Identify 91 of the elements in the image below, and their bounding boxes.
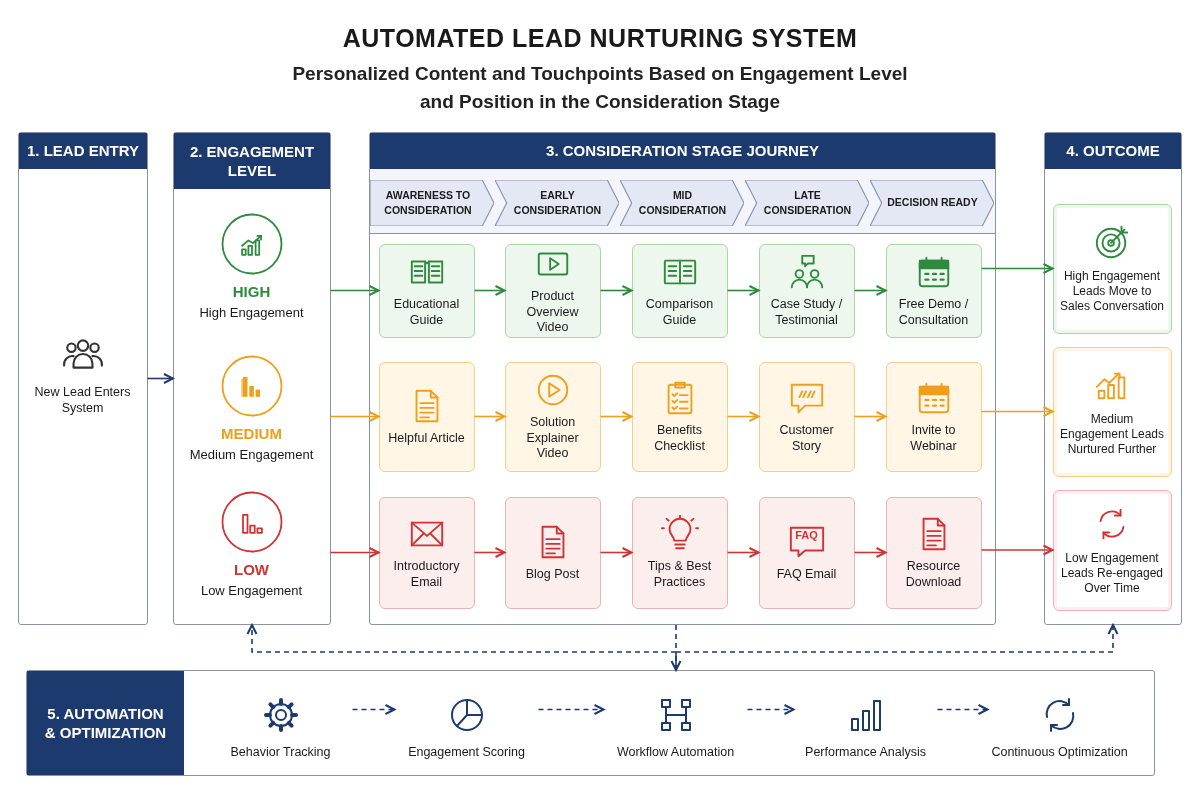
node-label: New Lead Enters System bbox=[33, 384, 132, 417]
outcome-text: Medium Engagement Leads Nurtured Further bbox=[1058, 412, 1166, 457]
step-label: Engagement Scoring bbox=[407, 744, 526, 761]
content-label: Introductory Email bbox=[392, 558, 461, 591]
icon-text: FAQ bbox=[794, 528, 819, 541]
content-card bbox=[378, 496, 475, 609]
automation-panel bbox=[26, 670, 1155, 776]
dashed-arrow bbox=[936, 704, 989, 715]
content-card bbox=[378, 243, 475, 338]
stage-label: DECISION READY bbox=[886, 195, 979, 211]
content-card bbox=[885, 496, 982, 609]
arrow bbox=[980, 263, 1054, 274]
arrow bbox=[329, 547, 380, 558]
outcome-text: High Engagement Leads Move to Sales Conversation bbox=[1058, 269, 1166, 314]
arrow bbox=[726, 285, 760, 296]
level-description: Low Engagement bbox=[199, 582, 304, 599]
panel-heading: 5. AUTOMATION & OPTIMIZATION bbox=[27, 671, 184, 775]
stage-label: AWARENESS TO CONSIDERATION bbox=[383, 188, 473, 218]
column-panel bbox=[173, 132, 331, 625]
stage-label: MID CONSIDERATION bbox=[637, 188, 728, 218]
level-label: MEDIUM bbox=[220, 425, 283, 444]
arrow bbox=[853, 547, 887, 558]
column-panel bbox=[18, 132, 148, 625]
content-card bbox=[758, 496, 855, 609]
content-label: Helpful Article bbox=[387, 430, 466, 447]
column-panel bbox=[1044, 132, 1182, 625]
level-description: High Engagement bbox=[198, 304, 305, 321]
content-label: Customer Story bbox=[778, 422, 835, 455]
content-label: Case Study / Testimonial bbox=[769, 296, 844, 329]
panel-heading: 2. ENGAGEMENT LEVEL bbox=[174, 133, 330, 189]
content-label: Invite to Webinar bbox=[909, 422, 958, 455]
level-description: Medium Engagement bbox=[188, 446, 315, 463]
content-label: FAQ Email bbox=[775, 566, 838, 583]
dashed-arrow bbox=[351, 704, 396, 715]
arrow bbox=[853, 411, 887, 422]
panel-heading: 3. CONSIDERATION STAGE JOURNEY bbox=[370, 133, 995, 169]
level-label: HIGH bbox=[231, 283, 272, 302]
content-card bbox=[631, 361, 728, 472]
step-label: Performance Analysis bbox=[804, 744, 927, 761]
arrow bbox=[980, 544, 1054, 556]
stage-step bbox=[369, 179, 494, 226]
dashed-arrow bbox=[746, 704, 795, 715]
content-card bbox=[504, 496, 601, 609]
diagram-title: AUTOMATED LEAD NURTURING SYSTEM bbox=[341, 24, 859, 53]
arrow bbox=[473, 285, 506, 296]
content-card bbox=[504, 243, 601, 338]
dashed-arrow bbox=[670, 624, 682, 671]
step-label: Behavior Tracking bbox=[229, 744, 332, 761]
outcome-card bbox=[1052, 346, 1172, 477]
content-card bbox=[504, 361, 601, 472]
arrow bbox=[599, 547, 633, 558]
content-card bbox=[885, 361, 982, 472]
content-label: Benefits Checklist bbox=[653, 422, 706, 455]
level-label: LOW bbox=[233, 561, 270, 580]
content-label: Solution Explainer Video bbox=[525, 415, 580, 462]
content-label: Tips & Best Practices bbox=[646, 558, 713, 591]
arrow bbox=[146, 373, 174, 384]
column-panel bbox=[369, 132, 996, 625]
content-label: Blog Post bbox=[524, 566, 581, 583]
arrow bbox=[853, 285, 887, 296]
arrow bbox=[599, 411, 633, 422]
content-label: Comparison Guide bbox=[644, 296, 715, 329]
panel-heading: 4. OUTCOME bbox=[1045, 133, 1181, 169]
stage-label: EARLY CONSIDERATION bbox=[512, 188, 603, 218]
outcome-text: Low Engagement Leads Re-engaged Over Time bbox=[1059, 550, 1165, 596]
content-card bbox=[758, 361, 855, 472]
content-card bbox=[758, 243, 855, 338]
content-label: Educational Guide bbox=[392, 296, 461, 329]
arrow bbox=[329, 285, 380, 296]
content-card bbox=[885, 243, 982, 338]
content-card bbox=[378, 361, 475, 472]
content-label: Free Demo / Consultation bbox=[897, 296, 970, 329]
arrow bbox=[726, 547, 760, 558]
arrow bbox=[726, 411, 760, 422]
content-label: Product Overview Video bbox=[525, 289, 580, 336]
panel-heading: 1. LEAD ENTRY bbox=[19, 133, 147, 169]
content-label: Resource Download bbox=[904, 558, 963, 591]
arrow bbox=[599, 285, 633, 296]
arrow bbox=[980, 406, 1054, 417]
diagram-subtitle: Personalized Content and Touchpoints Based on Engagement Level and Position in the Consideration Stage bbox=[291, 62, 909, 114]
outcome-card bbox=[1052, 203, 1172, 334]
arrow bbox=[473, 547, 506, 558]
dashed-arrow bbox=[537, 704, 605, 715]
step-label: Continuous Optimization bbox=[990, 744, 1129, 761]
arrow bbox=[473, 411, 506, 422]
stage-label: LATE CONSIDERATION bbox=[762, 188, 853, 218]
content-card bbox=[631, 243, 728, 338]
step-label: Workflow Automation bbox=[615, 744, 736, 761]
arrow bbox=[329, 411, 380, 422]
content-card bbox=[631, 496, 728, 609]
outcome-card bbox=[1052, 489, 1172, 611]
